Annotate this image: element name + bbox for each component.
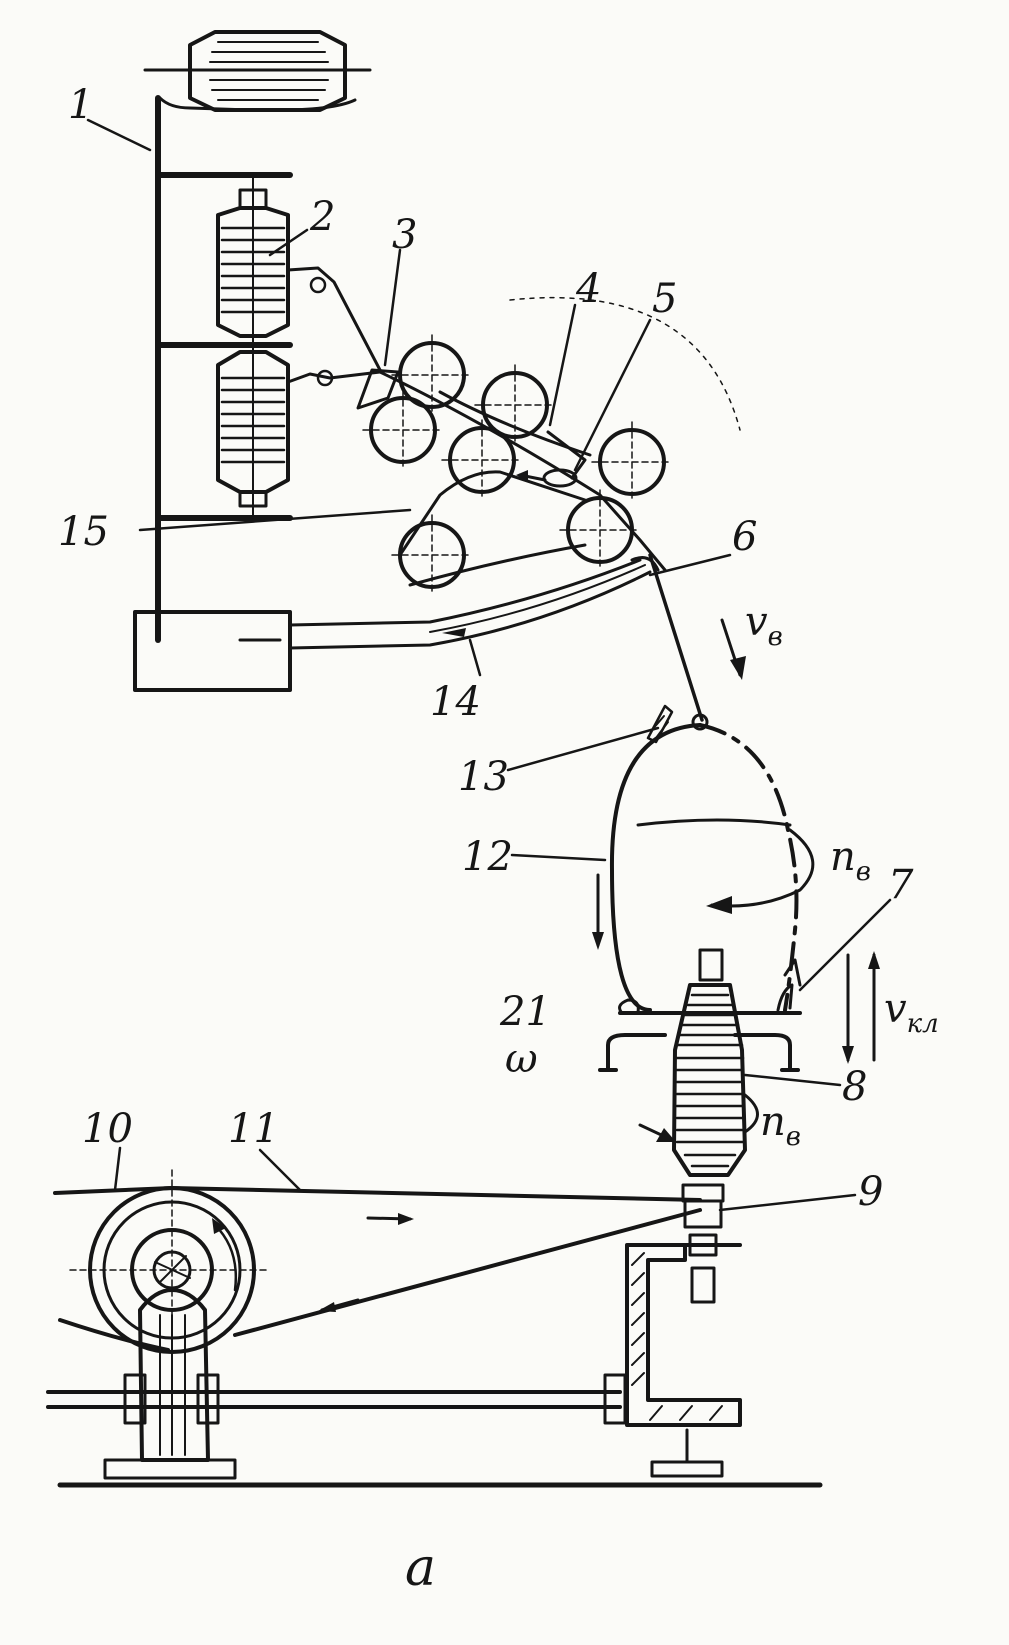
mark-omega: ω xyxy=(505,1036,538,1082)
suction-system xyxy=(133,556,660,692)
label-3: 3 xyxy=(392,212,417,258)
label-6: 6 xyxy=(732,514,757,560)
drum-support xyxy=(46,1288,823,1488)
top-creel-bobbin xyxy=(143,30,372,112)
roving-bobbin-upper xyxy=(216,174,290,346)
label-12: 12 xyxy=(462,834,513,880)
symbol-n-b-lower-sub: в xyxy=(786,1122,801,1152)
label-2: 2 xyxy=(309,194,335,240)
spindle-bobbin xyxy=(638,948,759,1177)
yarn-balloon xyxy=(592,723,815,1012)
label-1: 1 xyxy=(68,82,93,128)
label-5: 5 xyxy=(652,276,677,322)
label-4: 4 xyxy=(575,266,601,312)
drafting-system xyxy=(356,296,741,596)
figure-caption: а xyxy=(405,1538,436,1598)
symbol-n-b-upper-main: n xyxy=(830,834,856,880)
traveller xyxy=(783,958,802,987)
leader-lines xyxy=(86,118,892,1212)
label-7: 7 xyxy=(888,862,914,908)
symbol-v-kp: vкл xyxy=(884,986,939,1039)
ring-rail-motion-arrows xyxy=(842,951,880,1064)
drive-tape xyxy=(53,1186,702,1352)
drive-drum xyxy=(69,1169,271,1371)
label-14: 14 xyxy=(430,679,481,725)
label-8: 8 xyxy=(842,1064,867,1110)
roving-bobbin-lower xyxy=(216,344,290,519)
symbol-n-b-lower-main: n xyxy=(760,1099,786,1145)
symbol-v-b-main: v xyxy=(745,599,768,645)
symbol-n-b-upper-sub: в xyxy=(856,857,871,887)
yarn-path xyxy=(648,553,746,722)
symbol-v-b: vв xyxy=(745,599,783,652)
label-10: 10 xyxy=(82,1106,133,1152)
mark-21: 21 xyxy=(499,989,551,1035)
label-9: 9 xyxy=(858,1169,883,1215)
symbol-n-b-upper: nв xyxy=(830,834,871,887)
symbol-v-kp-main: v xyxy=(884,986,907,1032)
symbol-v-b-sub: в xyxy=(768,622,783,652)
symbol-v-kp-sub: кл xyxy=(907,1009,939,1039)
spindle-rail-bracket xyxy=(625,1243,742,1478)
label-13: 13 xyxy=(458,754,509,800)
label-11: 11 xyxy=(228,1106,279,1152)
labels: 1 2 3 4 5 6 7 8 9 10 11 12 13 14 15 vв n… xyxy=(58,82,939,1598)
label-15: 15 xyxy=(58,509,109,555)
ring-rail xyxy=(598,983,802,1072)
symbol-n-b-lower: nв xyxy=(760,1099,801,1152)
roving-strands xyxy=(286,266,382,387)
frame xyxy=(155,95,293,643)
